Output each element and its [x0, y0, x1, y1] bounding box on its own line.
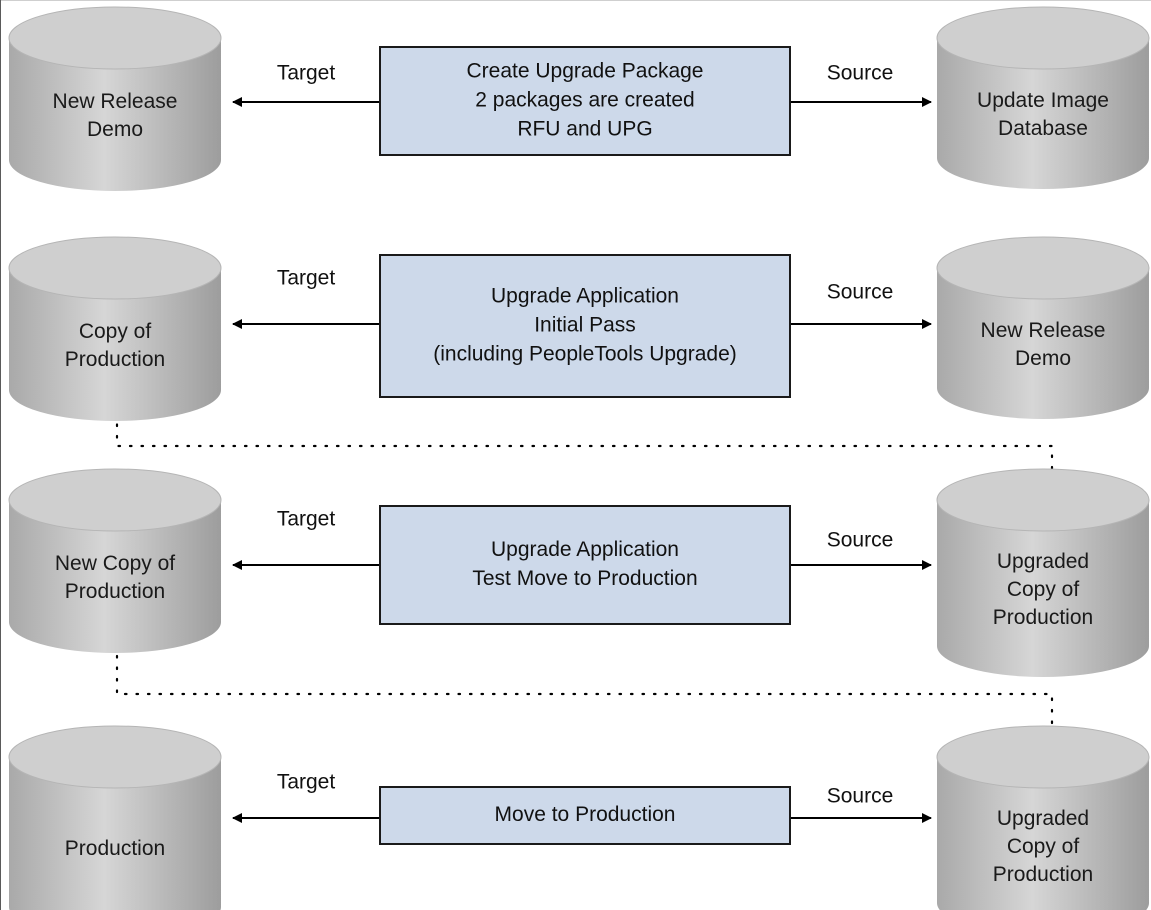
process-box-label: Create Upgrade Package: [467, 60, 704, 83]
database-label: Production: [993, 606, 1093, 629]
cylinder-body: [937, 500, 1149, 677]
process-box-label: 2 packages are created: [475, 89, 694, 112]
cylinder-top: [8, 468, 222, 532]
target-database-cylinder: Production: [8, 725, 222, 910]
process-box-label: Upgrade Application: [491, 538, 679, 561]
database-label: Copy of: [79, 320, 152, 343]
database-label: Upgraded: [997, 807, 1089, 830]
process-box-rect: [379, 254, 791, 398]
cylinder-top: [8, 6, 222, 70]
dotted-connector: [115, 654, 1054, 732]
cylinder-body: [9, 268, 221, 421]
database-label: Production: [65, 837, 165, 860]
database-label: New Release: [981, 319, 1106, 342]
cylinder-top: [8, 236, 222, 300]
process-box-rect: [379, 505, 791, 625]
process-box-rect: [379, 46, 791, 156]
database-label: Demo: [1015, 347, 1071, 370]
process-box-label: RFU and UPG: [517, 118, 652, 141]
cylinder-top: [936, 725, 1150, 789]
process-box: Move to Production: [379, 786, 791, 845]
database-label: New Release: [53, 90, 178, 113]
cylinder-body: [937, 757, 1149, 910]
database-label: Update Image: [977, 89, 1109, 112]
frame-left-border: [0, 0, 1, 910]
database-label: Production: [993, 863, 1093, 886]
dotted-connector: [115, 388, 1054, 476]
cylinder-top: [936, 468, 1150, 532]
arrow-label: Source: [827, 785, 894, 808]
connector-layer: [115, 97, 1054, 823]
arrow-label: Target: [277, 267, 336, 290]
arrow-label: Source: [827, 281, 894, 304]
arrow-label: Source: [827, 529, 894, 552]
database-label: Upgraded: [997, 550, 1089, 573]
frame-top-border: [0, 0, 1151, 1]
cylinder-body: [9, 500, 221, 653]
cylinder-body: [9, 38, 221, 191]
database-label: Copy of: [1007, 578, 1080, 601]
arrow-label: Source: [827, 62, 894, 85]
cylinder-body: [937, 38, 1149, 189]
cylinder-top: [936, 6, 1150, 70]
database-label: Copy of: [1007, 835, 1080, 858]
cylinder-top: [8, 725, 222, 789]
process-box: Create Upgrade Package 2 packages are cre…: [379, 46, 791, 156]
database-label: Database: [998, 117, 1088, 140]
cylinder-body: [937, 268, 1149, 419]
database-label: Production: [65, 348, 165, 371]
arrow-label: Target: [277, 508, 336, 531]
database-label: New Copy of: [55, 552, 175, 575]
process-box-label: Move to Production: [495, 803, 676, 826]
cylinder-body: [9, 757, 221, 910]
arrow-label: Target: [277, 62, 336, 85]
process-box-label: Test Move to Production: [472, 567, 697, 590]
process-box-label: (including PeopleTools Upgrade): [433, 343, 737, 366]
target-database-cylinder: Copy of Production: [8, 236, 222, 421]
database-label: Production: [65, 580, 165, 603]
cylinder-top: [936, 236, 1150, 300]
database-label: Demo: [87, 118, 143, 141]
process-box-label: Initial Pass: [534, 314, 636, 337]
target-database-cylinder: New Copy of Production: [8, 468, 222, 653]
arrow-label: Target: [277, 771, 336, 794]
process-box-label: Upgrade Application: [491, 285, 679, 308]
process-box-rect: [379, 786, 791, 845]
